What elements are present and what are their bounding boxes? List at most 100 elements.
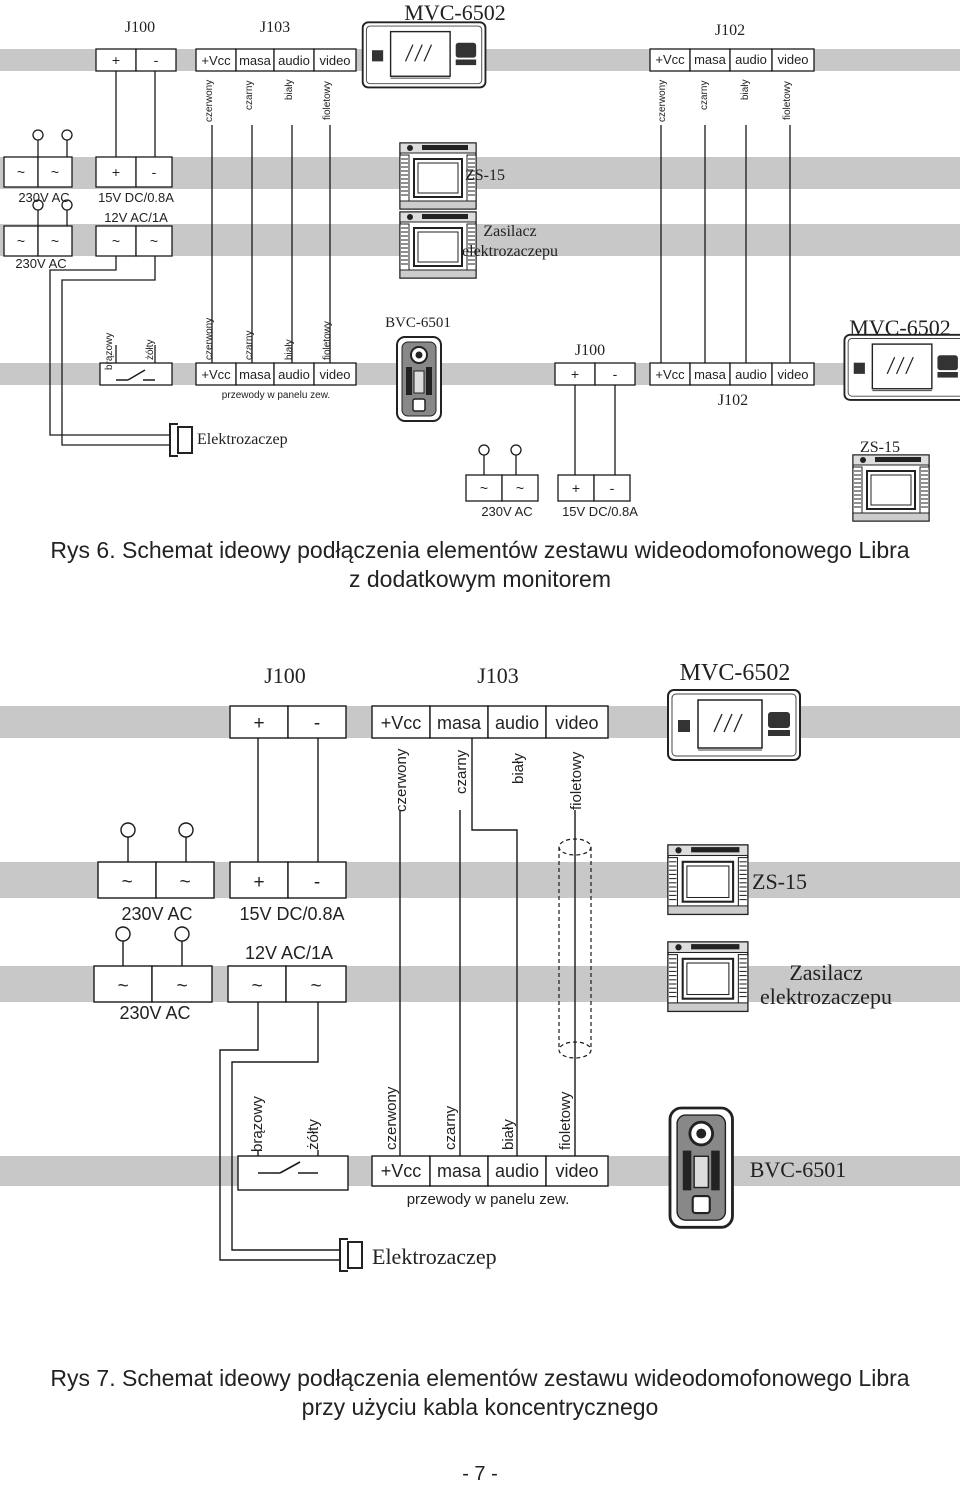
rys7-wires (122, 736, 576, 1261)
page-number: - 7 - (462, 1463, 498, 1485)
rys7-zs15-label: ZS-15 (752, 869, 807, 894)
rys6-j100-label: J100 (125, 19, 155, 36)
rys6-psu2-t2: ~ (51, 233, 59, 249)
rys6-panel-wire-fioletowy: fioletowy (322, 321, 333, 360)
rys6-psu2-label: 230V AC (15, 256, 66, 271)
rys6-panel-masa: masa (239, 367, 272, 382)
rys7-zasilacz-line1: Zasilacz (789, 960, 863, 985)
rys7-bvc-panel-icon (668, 1106, 734, 1229)
rys6-psu1-out-plus: + (112, 164, 120, 180)
rys6-j102-audio: audio (735, 52, 767, 67)
rys6-psu1-t1: ~ (17, 164, 25, 180)
rys7-psu2-out-t1: ~ (251, 976, 262, 997)
rys7-j100-minus: - (314, 713, 320, 734)
rys6-terminal-boxes (3, 48, 815, 502)
rys6-j102b-audio: audio (735, 367, 767, 382)
rys7-panel-wire-czerwony: czerwony (383, 1086, 400, 1150)
rys7-zasilacz-line2: elektrozaczepu (760, 984, 892, 1009)
rys7-psu1-out-plus: + (253, 872, 264, 893)
rys6-j100-minus: - (154, 52, 159, 68)
rys6-wire-czerwony: czerwony (204, 80, 215, 122)
rys7-panel-wire-fioletowy: fioletowy (557, 1091, 574, 1150)
rys7-switch-icon (258, 1161, 318, 1174)
rys6-psu1-t2: ~ (51, 164, 59, 180)
rys6-plug-circles (32, 129, 522, 456)
rys6-psu1-out-label: 15V DC/0.8A (98, 190, 174, 205)
rys6-switch-icon (116, 369, 155, 381)
rys7-psu2-t2: ~ (176, 976, 187, 997)
rys6-panel-wire-bialy: biały (284, 339, 295, 360)
rys6-j103-audio: audio (278, 53, 310, 68)
rys6-psu2-t1: ~ (17, 233, 25, 249)
rys6-j103-vcc: +Vcc (201, 53, 231, 68)
rys7-terminal-boxes (93, 705, 609, 1191)
rys7-wire-bialy: biały (510, 753, 527, 784)
rys7-coax-shield (558, 838, 592, 1059)
rys7-monitor-icon (667, 689, 801, 761)
rys6-wire-czarny: czarny (244, 81, 255, 110)
rys7-psu1-out-label: 15V DC/0.8A (239, 904, 344, 924)
rys7-caption-line2: przy użyciu kabla koncentrycznego (301, 1394, 659, 1420)
rys7-panel-masa: masa (437, 1161, 482, 1181)
rys6-caption-line2: z dodatkowym monitorem (348, 566, 612, 592)
rys7-j103-audio: audio (495, 713, 539, 733)
rys7-j100-label: J100 (264, 663, 306, 688)
rys7-zs15-icon (666, 843, 749, 916)
rys6-j102b-label: J102 (718, 392, 748, 409)
rys6-zasilacz-line2: elektrozaczepu (462, 243, 558, 260)
rys6-psu3-t2: ~ (516, 480, 524, 496)
rys7-bands (0, 706, 960, 1186)
rys6-psu2-out-t1: ~ (112, 233, 120, 249)
rys7-panel-wire-zolty: żółty (305, 1119, 322, 1150)
rys6-lock-icon (169, 423, 193, 457)
rys6-panel-video: video (319, 367, 350, 382)
rys7-bvc-label: BVC-6501 (750, 1157, 847, 1182)
rys6-psu2-out-label: 12V AC/1A (104, 210, 168, 225)
rys7-j103-label: J103 (477, 663, 519, 688)
rys6-j103-label: J103 (260, 19, 290, 36)
rys7-panel-wire-brazowy: brązowy (249, 1096, 266, 1152)
rys7-j100-plus: + (253, 713, 264, 734)
rys7-psu1-label: 230V AC (121, 904, 192, 924)
rys7-wire-fioletowy: fioletowy (568, 751, 585, 810)
rys6-caption-line1: Rys 6. Schemat ideowy podłączenia elemen… (50, 537, 910, 563)
rys6-j103-masa: masa (239, 53, 272, 68)
rys6-panel-note: przewody w panelu zew. (222, 390, 330, 401)
rys6-j100b-label: J100 (575, 342, 605, 359)
rys6-j102-video: video (777, 52, 808, 67)
rys7-wire-czerwony: czerwony (393, 748, 410, 812)
rys7-panel-vcc: +Vcc (381, 1161, 422, 1181)
rys6-j102b-video: video (777, 367, 808, 382)
rys6-j102b-masa: masa (694, 367, 727, 382)
rys6-j103-video: video (319, 53, 350, 68)
rys6-j102b-vcc: +Vcc (655, 367, 685, 382)
rys7-panel-video: video (555, 1161, 598, 1181)
rys6-psu2-out-t2: ~ (150, 233, 158, 249)
rys6-monitor-b-icon (843, 333, 960, 401)
rys6-zasilacz-line1: Zasilacz (483, 223, 536, 240)
rys7-caption: Rys 7. Schemat ideowy podłączenia elemen… (0, 1364, 960, 1422)
rys6-zs15-b-label: ZS-15 (860, 439, 900, 456)
rys6-j102-label: J102 (715, 22, 745, 39)
rys7-caption-line1: Rys 7. Schemat ideowy podłączenia elemen… (50, 1365, 910, 1391)
rys6-panel-wire-czerwony: czerwony (204, 318, 215, 360)
rys6-j102-wire-fioletowy: fioletowy (782, 81, 793, 120)
rys6-psu1-label: 230V AC (18, 190, 69, 205)
rys6-zs15-b-icon (852, 454, 930, 522)
rys6-monitor-icon (361, 21, 487, 89)
rys6-monitor-b-label: MVC-6502 (849, 315, 950, 340)
rys6-panel-wire-zolty: żółty (145, 339, 156, 360)
rys6-zs15-label: ZS-15 (465, 167, 505, 184)
rys6-psu3-label: 230V AC (481, 504, 532, 519)
rys6-caption: Rys 6. Schemat ideowy podłączenia elemen… (0, 536, 960, 594)
rys7-psu2-out-t2: ~ (310, 976, 321, 997)
rys6-psu1-out-minus: - (152, 164, 157, 180)
rys7-lock-label: Elektrozaczep (372, 1244, 497, 1269)
rys6-panel-audio: audio (278, 367, 310, 382)
rys7-psu1-out-minus: - (314, 872, 320, 893)
rys6-j102-wire-czarny: czarny (699, 81, 710, 110)
rys7-lock-icon (339, 1238, 363, 1272)
rys6-wires (37, 70, 791, 478)
rys6-wire-fioletowy: fioletowy (322, 81, 333, 120)
